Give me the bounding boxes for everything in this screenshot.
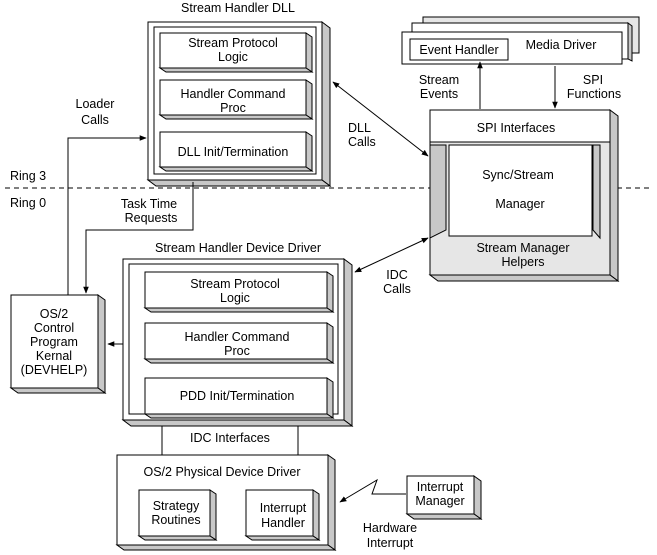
dd-handler-command-label: Handler Command — [185, 330, 290, 344]
sync-stream-manager-label: Sync/Stream — [482, 168, 554, 182]
strategy-routines-label-2: Routines — [151, 513, 200, 527]
dll-init-termination-label: DLL Init/Termination — [178, 145, 289, 159]
kernel-label-1: OS/2 — [40, 307, 69, 321]
ring0-label: Ring 0 — [10, 196, 46, 210]
dll-calls-label: DLL — [348, 121, 371, 135]
dd-stream-protocol-label-2: Logic — [220, 291, 250, 305]
pdd-init-termination-label: PDD Init/Termination — [180, 389, 295, 403]
dd-handler-command-module — [143, 322, 335, 364]
dd-stream-protocol-label: Stream Protocol — [190, 277, 280, 291]
spi-interfaces-box — [428, 109, 620, 282]
interrupt-handler-label: Interrupt — [260, 501, 307, 515]
dll-handler-command-module — [158, 79, 314, 120]
hardware-interrupt-label: Hardware — [363, 521, 417, 535]
kernel-label-3: Program — [30, 335, 78, 349]
task-time-requests-label: Task Time — [121, 197, 177, 211]
kernel-label-4: Kernal — [36, 349, 72, 363]
strategy-routines-label: Strategy — [153, 499, 200, 513]
media-driver-title: Media Driver — [526, 38, 597, 52]
interrupt-manager-label: Interrupt — [417, 480, 464, 494]
kernel-box — [9, 294, 107, 394]
dll-stream-protocol-module — [158, 32, 314, 73]
idc-interfaces-label: IDC Interfaces — [190, 431, 270, 445]
spi-functions-label-2: Functions — [567, 87, 621, 101]
pdd-init-termination-module — [143, 377, 335, 419]
dll-stream-protocol-label: Stream Protocol — [188, 36, 278, 50]
stream-manager-helpers-label: Stream Manager — [476, 241, 569, 255]
hardware-interrupt-arrow — [339, 478, 406, 503]
dll-handler-command-label-2: Proc — [220, 101, 246, 115]
stream-events-label-2: Events — [420, 87, 458, 101]
kernel-label-5: (DEVHELP) — [21, 363, 88, 377]
dd-stream-protocol-module — [143, 271, 335, 313]
kernel-label-2: Control — [34, 321, 74, 335]
idc-calls-label-2: Calls — [383, 282, 411, 296]
dll-stream-protocol-label-2: Logic — [218, 50, 248, 64]
hardware-interrupt-label-2: Interrupt — [367, 536, 414, 550]
interrupt-handler-module — [244, 489, 321, 541]
stream-manager-helpers-label-2: Helpers — [501, 255, 544, 269]
strategy-routines-module — [137, 489, 218, 541]
loader-calls-arrow — [67, 135, 147, 295]
dll-handler-command-label: Handler Command — [181, 87, 286, 101]
physical-driver-title: OS/2 Physical Device Driver — [144, 465, 301, 479]
loader-calls-label-2: Calls — [81, 113, 109, 127]
ring3-label: Ring 3 — [10, 169, 46, 183]
interrupt-manager-box — [405, 475, 483, 520]
idc-calls-label: IDC — [386, 268, 408, 282]
interrupt-handler-label-2: Handler — [261, 516, 305, 530]
event-handler-box — [409, 38, 509, 61]
sync-stream-manager-label-2: Manager — [495, 197, 544, 211]
task-time-requests-arrow — [83, 182, 194, 294]
event-handler-label: Event Handler — [419, 43, 498, 57]
dll-calls-arrow — [332, 81, 429, 157]
task-time-requests-label-2: Requests — [125, 211, 178, 225]
dll-init-termination-module — [158, 131, 314, 172]
spi-interfaces-title: SPI Interfaces — [477, 121, 556, 135]
spi-functions-label: SPI — [583, 73, 603, 87]
interrupt-manager-label-2: Manager — [415, 494, 464, 508]
dd-handler-command-label-2: Proc — [224, 344, 250, 358]
stream-events-label: Stream — [419, 73, 459, 87]
stream-handler-dll-title: Stream Handler DLL — [181, 1, 295, 15]
dll-calls-label-2: Calls — [348, 135, 376, 149]
device-driver-title: Stream Handler Device Driver — [155, 241, 321, 255]
idc-calls-arrow — [354, 237, 429, 273]
loader-calls-label: Loader — [76, 97, 115, 111]
